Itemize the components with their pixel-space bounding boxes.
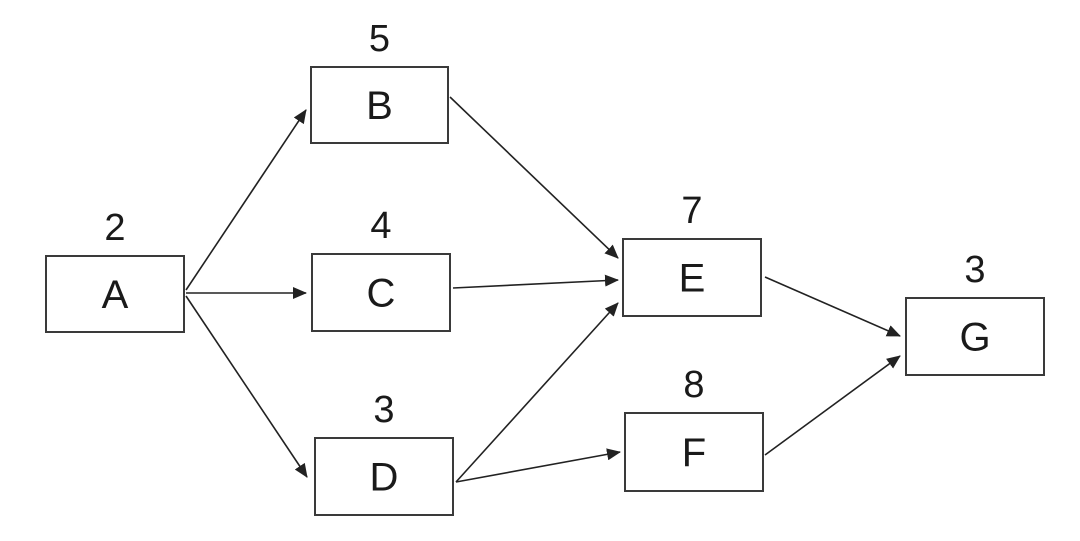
node-c-weight: 4 bbox=[370, 205, 391, 247]
node-a: A2 bbox=[45, 207, 185, 333]
node-e-box bbox=[622, 238, 762, 317]
edge-d-to-f-arrow bbox=[455, 448, 621, 483]
node-g: G3 bbox=[905, 249, 1045, 376]
node-c-label: C bbox=[367, 272, 396, 316]
node-a-box bbox=[45, 255, 185, 333]
node-e-label: E bbox=[679, 257, 706, 301]
edges-layer bbox=[185, 96, 901, 483]
edge-a-to-b-arrow bbox=[185, 109, 307, 291]
node-c: C4 bbox=[311, 205, 451, 332]
edge-c-to-e-arrow bbox=[452, 274, 619, 289]
node-g-box bbox=[905, 297, 1045, 376]
node-b-box bbox=[310, 66, 449, 144]
node-f-label: F bbox=[682, 431, 706, 475]
node-b: B5 bbox=[310, 18, 449, 144]
edge-e-to-g-arrow bbox=[764, 276, 901, 337]
node-a-label: A bbox=[102, 273, 129, 317]
node-a-weight: 2 bbox=[104, 207, 125, 249]
node-b-weight: 5 bbox=[369, 18, 390, 60]
node-g-label: G bbox=[959, 316, 990, 360]
node-g-weight: 3 bbox=[964, 249, 985, 291]
node-e-weight: 7 bbox=[681, 190, 702, 232]
node-c-box bbox=[311, 253, 451, 332]
edge-f-to-g-arrow bbox=[764, 355, 901, 456]
node-f-box bbox=[624, 412, 764, 492]
node-b-label: B bbox=[366, 84, 393, 128]
node-e: E7 bbox=[622, 190, 762, 317]
node-f-weight: 8 bbox=[683, 364, 704, 406]
node-d-box bbox=[314, 437, 454, 516]
node-d-weight: 3 bbox=[373, 389, 394, 431]
edge-d-to-e-arrow bbox=[455, 302, 619, 483]
edge-a-to-d-arrow bbox=[185, 295, 308, 478]
edge-b-to-e-arrow bbox=[449, 96, 619, 259]
node-f: F8 bbox=[624, 364, 764, 492]
node-d-label: D bbox=[370, 456, 399, 500]
node-d: D3 bbox=[314, 389, 454, 516]
